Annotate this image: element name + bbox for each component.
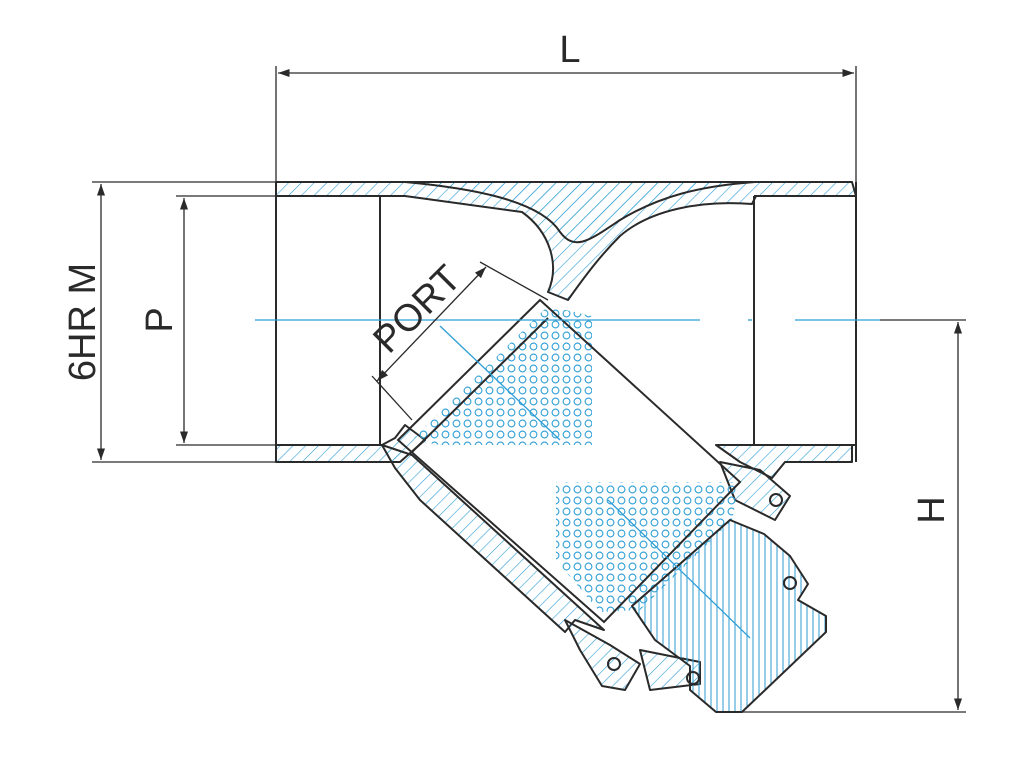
dimension-P — [176, 195, 276, 446]
screen-outline — [396, 298, 742, 624]
dim-label-H: H — [911, 496, 953, 523]
dimension-L — [275, 66, 857, 182]
screen-mesh-upper — [412, 306, 592, 445]
strainer-cap — [607, 493, 827, 713]
screen-inner-wall — [411, 317, 549, 453]
dimension-H — [742, 319, 966, 713]
body-lower-flange — [564, 619, 641, 691]
dim-label-L: L — [559, 29, 580, 71]
dim-label-P: P — [139, 307, 181, 332]
dimension-port — [371, 261, 549, 421]
strainer-screen — [396, 298, 742, 624]
o-ring-upper — [769, 493, 783, 507]
o-ring-mid — [783, 576, 797, 590]
body-branch-web — [404, 181, 756, 244]
screen-mesh-lower — [556, 482, 740, 612]
o-ring-lower — [607, 657, 621, 671]
cap-plug — [631, 519, 827, 713]
bore-outlines — [275, 182, 857, 462]
dim-label-port: PORT — [366, 258, 470, 362]
body-top-wall — [275, 181, 857, 301]
dim-label-thread: 6HR M — [62, 263, 104, 381]
dimension-thread — [92, 181, 276, 463]
o-ring-bottom — [686, 671, 700, 685]
